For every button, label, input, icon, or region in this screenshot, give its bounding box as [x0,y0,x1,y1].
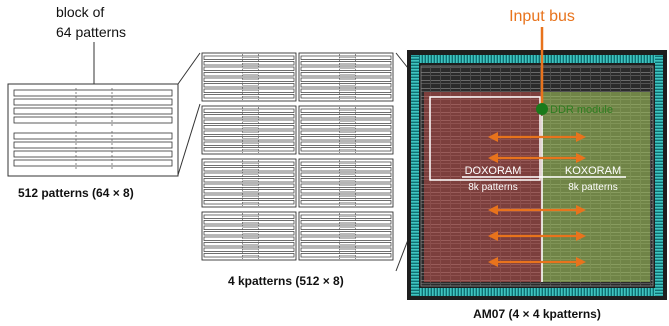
koxoram-sub-label: 8k patterns [568,182,617,193]
flow-arrow-head-left [488,153,498,163]
flow-arrow-head-left [488,132,498,142]
kpattern-block-frame [201,211,297,261]
chip-pins-bottom [411,288,663,296]
label-4-kpatterns: 4 kpatterns (512 × 8) [228,274,344,288]
flow-arrow-head-right [576,231,586,241]
label-am07: AM07 (4 × 4 kpatterns) [473,307,601,321]
panel-512-bar [13,89,173,97]
chip-pins-top [411,55,663,63]
panel-512-patterns [7,83,179,177]
flow-arrow-head-left [488,205,498,215]
kpattern-block-frame [201,105,297,155]
chip-am07 [407,50,667,300]
flow-arrow-head-left [488,257,498,267]
kpattern-block [201,211,297,261]
kpattern-block-frame [298,52,394,102]
kpattern-block [298,52,394,102]
panel-512-bar [13,150,173,158]
block-label-line2: 64 patterns [56,24,126,40]
kpattern-block [201,52,297,102]
panel-4-kpatterns [201,52,394,261]
flow-arrow-head-right [576,132,586,142]
zoom-line-bottom-1 [177,103,201,176]
panel-512-bar [13,132,173,140]
kpattern-block-frame [298,105,394,155]
kpattern-block-frame [201,52,297,102]
kpattern-block [298,158,394,208]
zoom-line-top-1 [177,52,201,85]
input-bus-label: Input bus [509,8,575,25]
chip-pins-right [655,55,663,296]
flow-arrow-head-right [576,205,586,215]
ddr-module-dot [536,103,548,115]
kpattern-block [201,158,297,208]
panel-512-bar [13,116,173,124]
label-512-patterns: 512 patterns (64 × 8) [18,186,134,200]
flow-arrow-head-right [576,257,586,267]
panel-512-bar [13,98,173,106]
kpattern-block-frame [298,211,394,261]
doxoram-region [424,92,542,282]
kpattern-block-frame [298,158,394,208]
kpattern-block [298,211,394,261]
panel-512-bar [13,141,173,149]
ddr-module-label: DDR module [550,104,613,116]
kpattern-block [298,105,394,155]
data-flow-arrows [488,132,586,267]
block-label-line1: block of [56,4,104,20]
koxoram-label: KOXORAM [565,165,621,177]
zoom-highlight-box [429,96,541,181]
panel-512-bar [13,107,173,115]
flow-arrow-head-right [576,153,586,163]
doxoram-label: DOXORAM [465,165,522,177]
doxoram-sub-label: 8k patterns [468,182,517,193]
panel-512-bar [13,159,173,167]
kpattern-block-frame [201,158,297,208]
flow-arrow-head-left [488,231,498,241]
kpattern-block [201,105,297,155]
koxoram-region [542,92,650,282]
chip-pins-left [411,55,419,296]
